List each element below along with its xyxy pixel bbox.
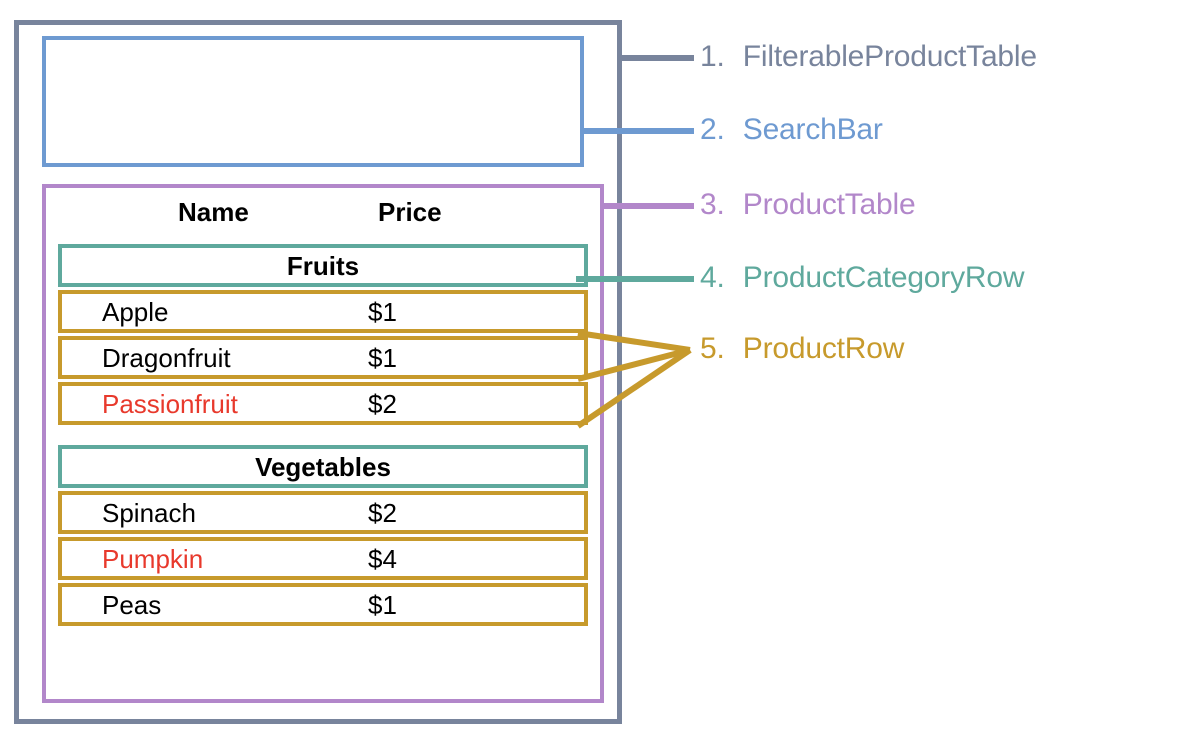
legend-number: 2. xyxy=(700,113,725,146)
legend-item-product-row: 5. ProductRow xyxy=(700,332,904,366)
product-name: Peas xyxy=(102,589,162,620)
product-name: Apple xyxy=(102,296,169,327)
product-row: Spinach $2 xyxy=(58,491,588,534)
product-name: Spinach xyxy=(102,497,196,528)
legend-label: SearchBar xyxy=(742,113,883,146)
legend-item-product-category-row: 4. ProductCategoryRow xyxy=(700,261,1025,295)
legend-item-product-table: 3. ProductTable xyxy=(700,188,916,222)
product-price: $2 xyxy=(368,497,397,528)
product-name: Pumpkin xyxy=(102,543,204,574)
product-row: Dragonfruit $1 xyxy=(58,336,588,379)
product-row: Apple $1 xyxy=(58,290,588,333)
product-category-label: Fruits xyxy=(286,250,360,281)
product-price: $1 xyxy=(368,296,397,327)
legend-item-filterable-product-table: 1. FilterableProductTable xyxy=(700,40,1037,74)
legend-label: ProductTable xyxy=(742,188,916,221)
legend-number: 3. xyxy=(700,188,725,221)
legend-label: FilterableProductTable xyxy=(742,40,1037,73)
product-price: $2 xyxy=(368,388,397,419)
column-header-name: Name xyxy=(178,197,249,227)
product-row: Peas $1 xyxy=(58,583,588,626)
product-name: Dragonfruit xyxy=(102,342,231,373)
product-category-row: Fruits xyxy=(58,244,588,287)
product-price: $4 xyxy=(368,543,397,574)
product-table-header-row: Name Price xyxy=(46,197,600,235)
product-price: $1 xyxy=(368,342,397,373)
product-name: Passionfruit xyxy=(102,388,238,419)
legend-number: 4. xyxy=(700,261,725,294)
legend-number: 5. xyxy=(700,332,725,365)
search-bar-container xyxy=(42,36,584,167)
product-category-row: Vegetables xyxy=(58,445,588,488)
legend-label: ProductRow xyxy=(742,332,905,365)
column-header-price: Price xyxy=(378,197,442,227)
legend-number: 1. xyxy=(700,40,725,73)
legend-item-search-bar: 2. SearchBar xyxy=(700,113,883,147)
product-category-label: Vegetables xyxy=(255,451,391,482)
row-group-gap xyxy=(58,428,588,445)
legend-label: ProductCategoryRow xyxy=(742,261,1025,294)
product-row: Pumpkin $4 xyxy=(58,537,588,580)
product-price: $1 xyxy=(368,589,397,620)
product-row: Passionfruit $2 xyxy=(58,382,588,425)
